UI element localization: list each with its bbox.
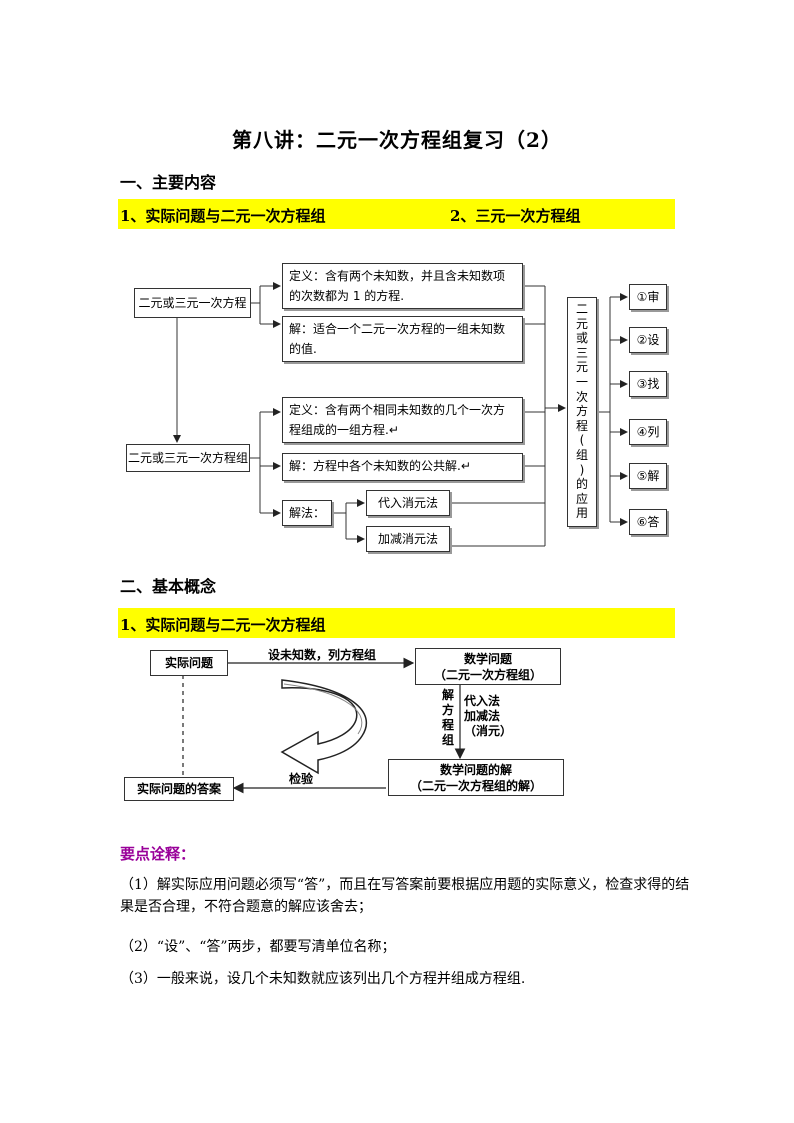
step-box: ①审	[629, 284, 667, 310]
application-char: 用	[575, 506, 588, 521]
application-char: 或	[575, 331, 588, 346]
application-char: 的	[575, 477, 588, 492]
elimination-methods-label: 代入法加减法（消元）	[464, 694, 520, 739]
math-problem-box: 数学问题 （二元一次方程组）	[415, 648, 561, 685]
elimination-method-box: 加减消元法	[366, 526, 450, 552]
real-problem-box: 实际问题	[150, 650, 228, 676]
step-box: ⑥答	[629, 509, 667, 535]
page-title: 第八讲：二元一次方程组复习（2）	[232, 128, 562, 152]
check-label: 检验	[288, 772, 313, 786]
application-char: 一	[575, 374, 588, 389]
application-char: 程	[575, 418, 588, 433]
solve-system-label: 解方程组	[440, 688, 456, 748]
topic-1-label: 1、实际问题与二元一次方程组	[120, 207, 326, 225]
solve-char: 解	[441, 688, 454, 702]
application-char: )	[579, 462, 585, 477]
solution-box-equation: 解：适合一个二元一次方程的一组未知数的值.	[282, 316, 523, 362]
concept-1-label: 1、实际问题与二元一次方程组	[120, 616, 326, 634]
key-points-title: 要点诠释：	[120, 845, 196, 863]
set-unknowns-label: 设未知数，列方程组	[267, 648, 376, 662]
application-char: 元	[575, 316, 588, 331]
note-item-2: （2）“设”、“答”两步，都要写清单位名称；	[120, 939, 396, 955]
solution-box-system: 解：方程中各个未知数的公共解.↵	[282, 453, 523, 481]
substitution-method-box: 代入消元法	[366, 490, 450, 516]
solve-char: 组	[441, 733, 454, 747]
application-char: 应	[575, 491, 588, 506]
feedback-curve-arrow	[280, 679, 368, 775]
highlight-band-concept: 1、实际问题与二元一次方程组	[118, 608, 675, 638]
note-item-1: （1）解实际应用问题必须写“答”，而且在写答案前要根据应用题的实际意义，检查求得…	[120, 877, 690, 915]
section-heading-main-content: 一、主要内容	[120, 173, 217, 192]
application-char: 二	[575, 302, 588, 316]
method-line: 加减法	[464, 709, 501, 723]
application-char: 方	[575, 404, 588, 419]
step-box: ④列	[629, 419, 667, 445]
topic-2-label: 2、三元一次方程组	[450, 207, 581, 225]
answer-box: 实际问题的答案	[124, 777, 234, 801]
solve-char: 方	[441, 703, 454, 717]
math-solution-box: 数学问题的解 （二元一次方程组的解）	[388, 759, 564, 796]
math-problem-title: 数学问题	[463, 652, 512, 666]
note-item-3: （3）一般来说，设几个未知数就应该列出几个方程并组成方程组.	[120, 971, 526, 987]
section-heading-basic-concepts: 二、基本概念	[120, 577, 217, 596]
math-solution-title: 数学问题的解	[439, 763, 512, 777]
method-line: （消元）	[464, 724, 513, 738]
application-char: 三	[575, 345, 588, 360]
application-text: 二元或三元一次方程(组)的应用	[568, 302, 596, 521]
application-char: 组	[575, 447, 588, 462]
highlight-band-topics: 1、实际问题与二元一次方程组 2、三元一次方程组	[118, 199, 675, 229]
solving-methods-box: 解法：	[282, 500, 332, 526]
application-char: 元	[575, 360, 588, 375]
equation-system-root-box: 二元或三元一次方程组	[126, 444, 250, 472]
application-box: 二元或三元一次方程(组)的应用	[567, 297, 597, 527]
equation-root-box: 二元或三元一次方程	[134, 288, 251, 318]
step-box: ③找	[629, 371, 667, 397]
math-problem-subtitle: （二元一次方程组）	[433, 668, 542, 682]
application-char: 次	[575, 389, 588, 404]
definition-box-equation: 定义：含有两个未知数，并且含未知数项的次数都为 1 的方程.	[282, 263, 523, 309]
math-solution-subtitle: （二元一次方程组的解）	[409, 779, 542, 793]
method-line: 代入法	[464, 694, 501, 708]
step-box: ⑤解	[629, 463, 667, 489]
solve-char: 程	[441, 718, 454, 732]
step-box: ②设	[629, 327, 667, 353]
definition-box-system: 定义：含有两个相同未知数的几个一次方程组成的一组方程.↵	[282, 397, 523, 443]
application-char: (	[579, 433, 585, 448]
